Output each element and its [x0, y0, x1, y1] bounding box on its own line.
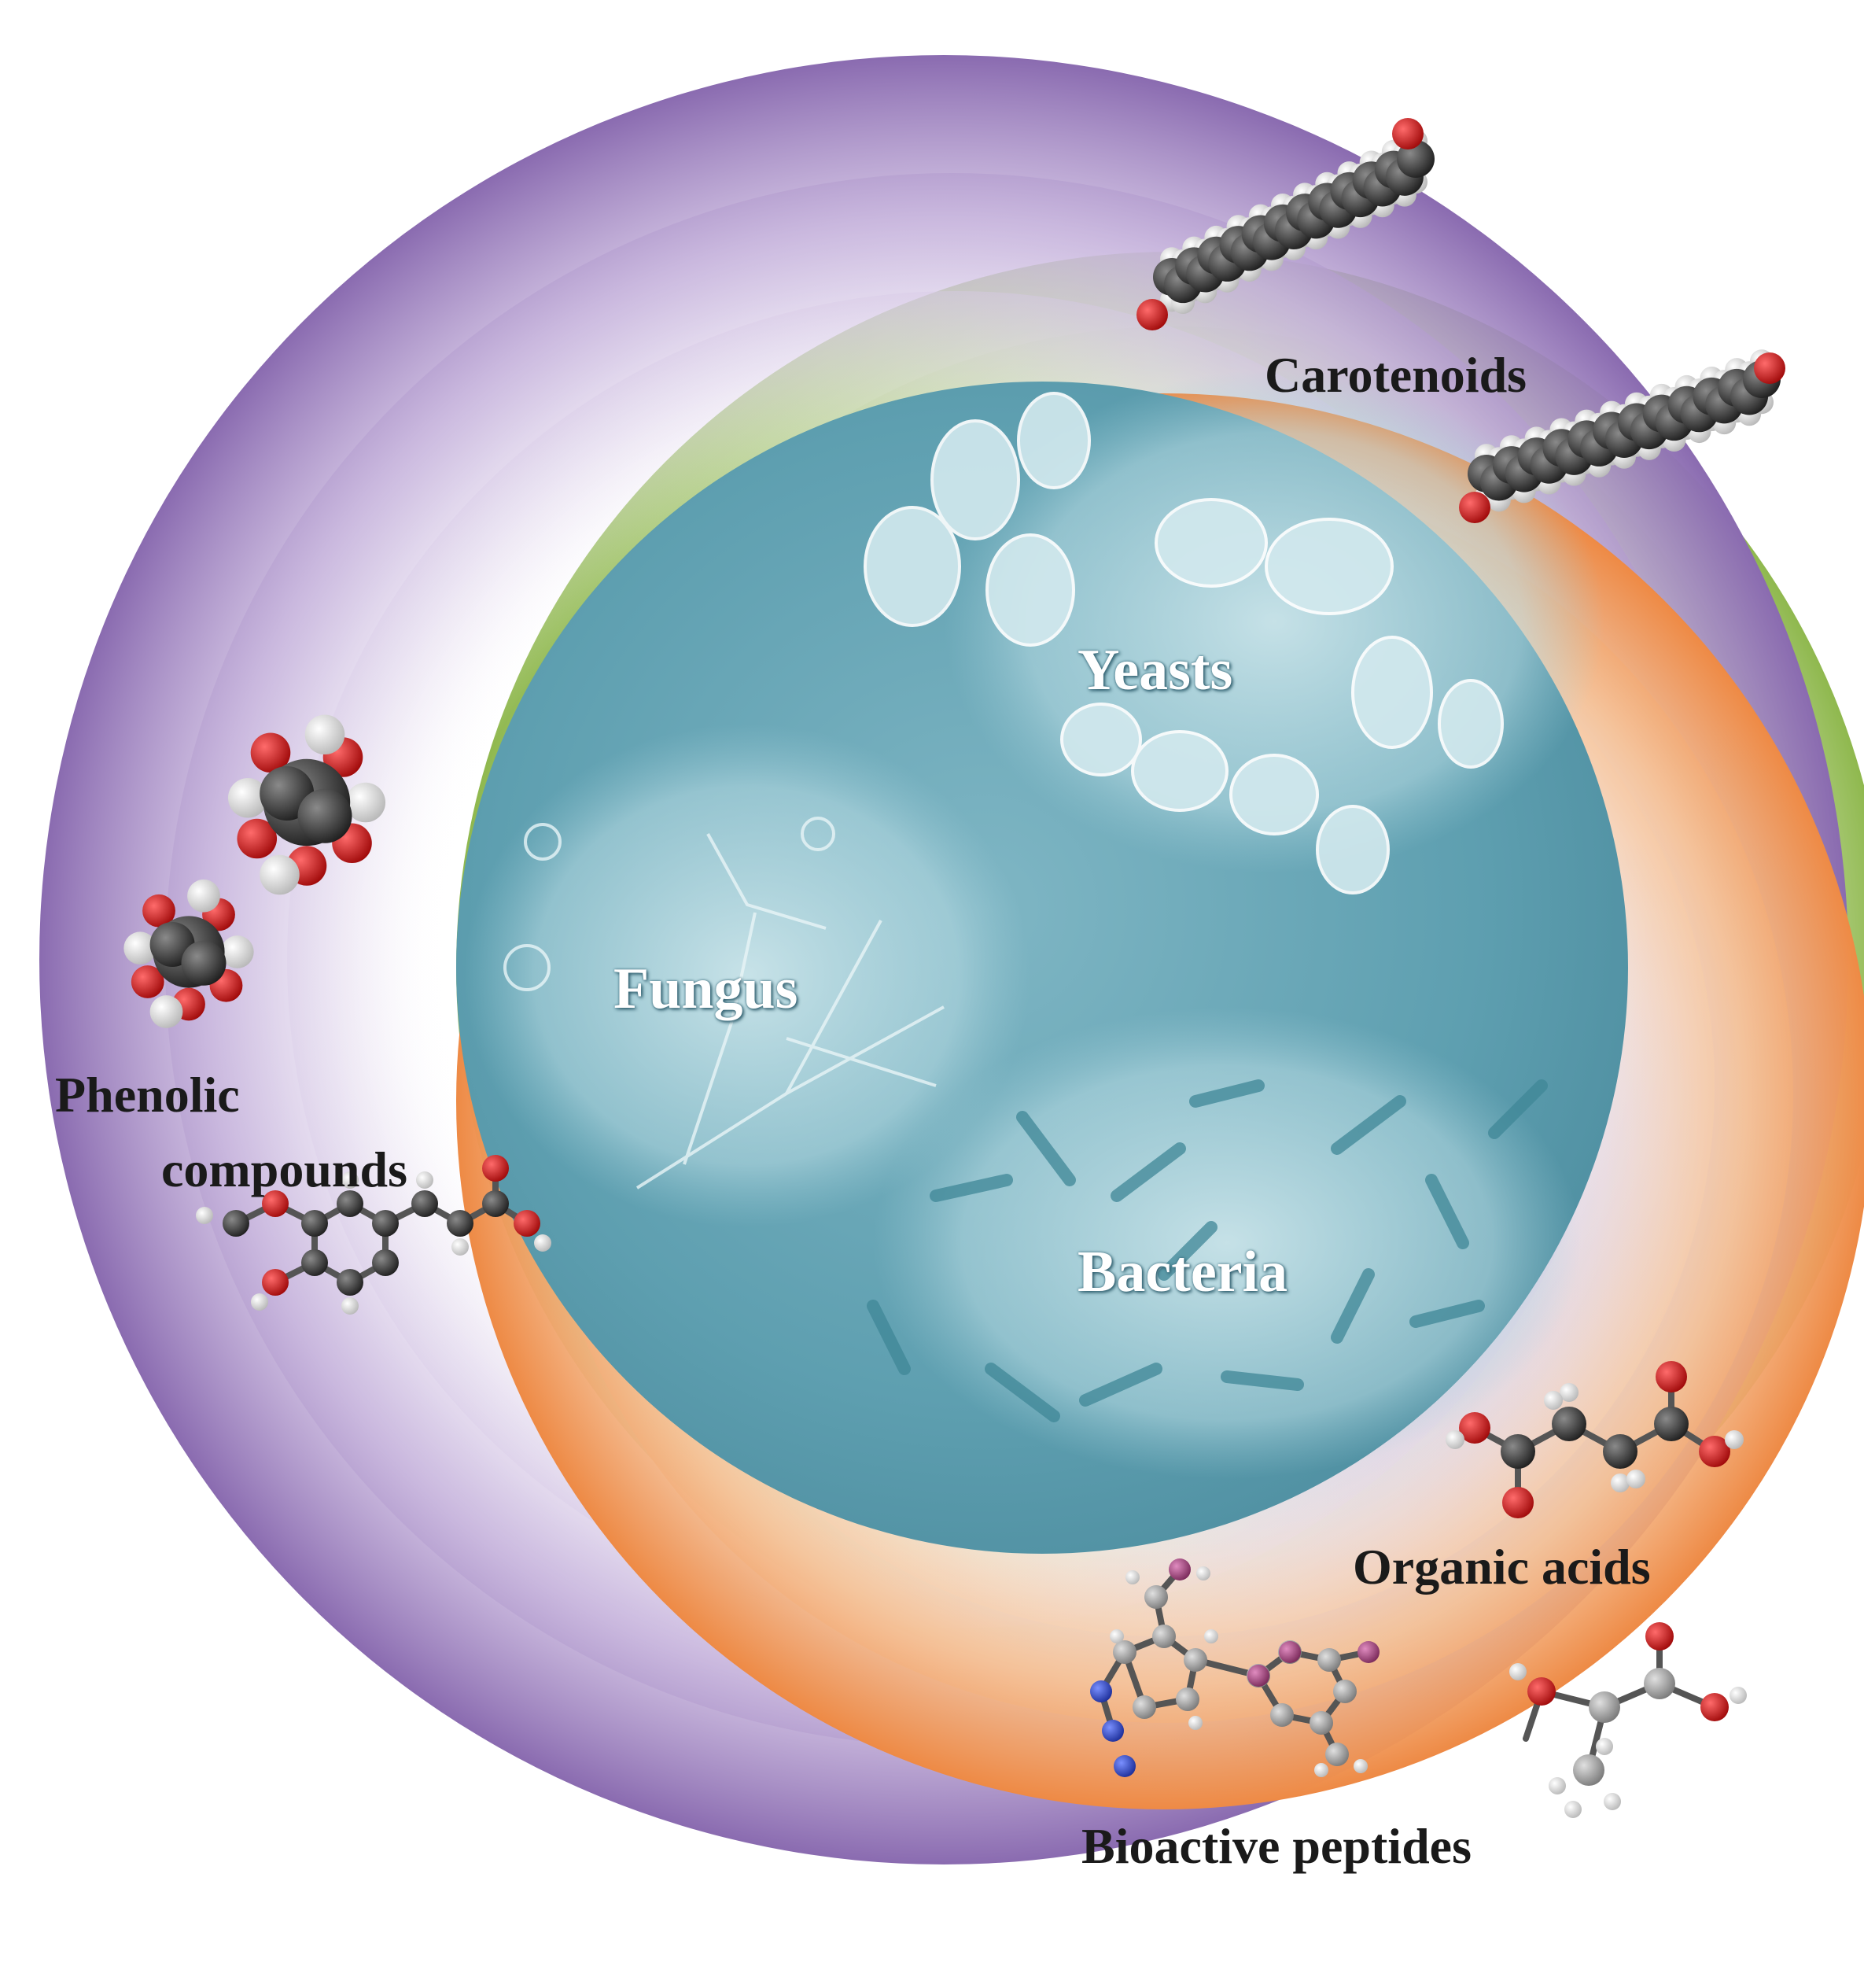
- compounds-label: compounds: [161, 1142, 407, 1197]
- bacteria-rods: [867, 1079, 1548, 1422]
- succinic-acid-molecule: [1446, 1361, 1744, 1518]
- fungus-micrograph: [464, 724, 1030, 1227]
- phenolic-label: Phenolic: [55, 1067, 240, 1123]
- bacteria-label: Bacteria: [1078, 1240, 1288, 1304]
- bioactive-peptides-label: Bioactive peptides: [1081, 1818, 1472, 1874]
- phenolic-molecule-middle: [123, 879, 254, 1028]
- yeasts-label: Yeasts: [1078, 638, 1233, 703]
- phenolic-molecule-top: [227, 714, 386, 895]
- lactic-acid-molecule: [1509, 1622, 1747, 1818]
- peptide-molecule: [1090, 1558, 1380, 1777]
- molecules: [123, 118, 1785, 1818]
- carotenoids-label: Carotenoids: [1265, 347, 1527, 403]
- carotenoid-molecule-upper: [1136, 118, 1435, 330]
- fungus-label: Fungus: [613, 957, 798, 1021]
- organic-acids-label: Organic acids: [1353, 1539, 1651, 1595]
- yeast-cells: [864, 392, 1504, 894]
- bacteria-micrograph: [873, 1007, 1581, 1479]
- microorganism-circle: [456, 370, 1628, 1554]
- fungus-hyphae: [503, 817, 945, 1189]
- carotenoid-molecule-lower: [1459, 349, 1785, 523]
- ferulic-acid-molecule: [196, 1155, 551, 1315]
